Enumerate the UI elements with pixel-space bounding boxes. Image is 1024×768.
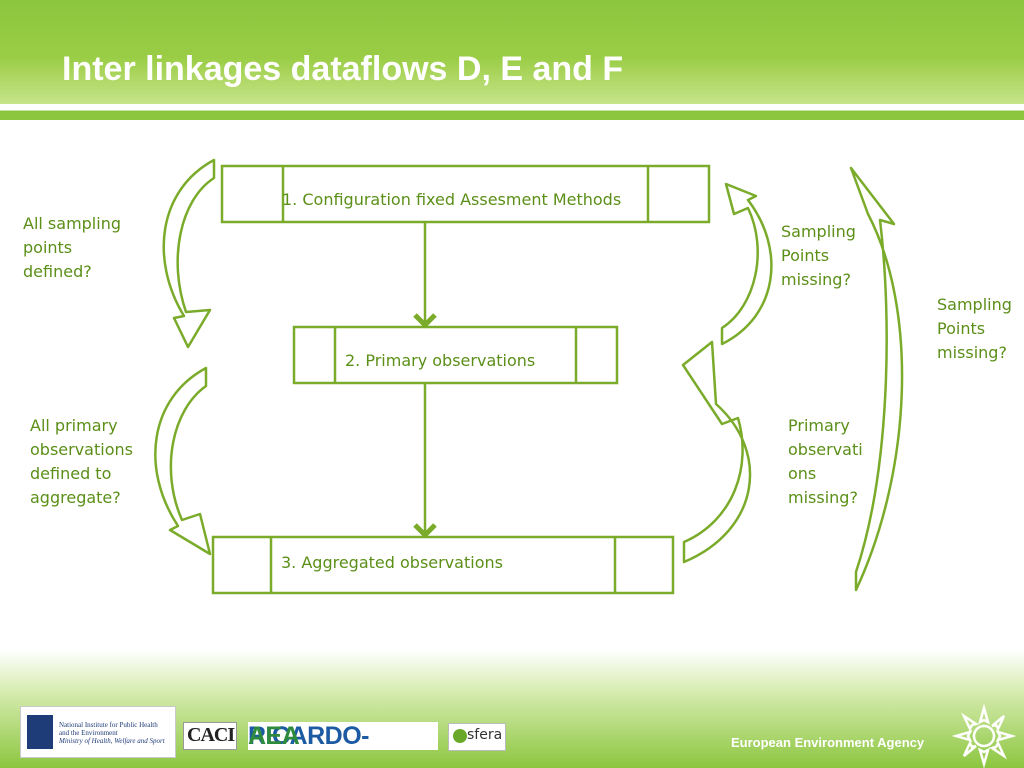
box-aggregated-observations: 3. Aggregated observations <box>211 535 675 595</box>
curved-arrow-right-top <box>720 182 773 346</box>
caci-logo: CACI <box>183 722 237 750</box>
slide-title: Inter linkages dataflows D, E and F <box>62 50 624 88</box>
label-primary-observations-missing: Primary observati ons missing? <box>788 416 863 507</box>
label-sampling-points-missing: Sampling Points missing? <box>781 222 856 289</box>
box-primary-observations: 2. Primary observations <box>292 325 619 385</box>
ricardo-aea-logo: RICARDO-AEA <box>248 722 438 750</box>
agency-name: European Environment Agency <box>731 735 925 750</box>
label-all-sampling-points: All sampling points defined? <box>23 214 121 281</box>
box-configuration: 1. Configuration fixed Assesment Methods <box>220 164 711 224</box>
eea-sun-icon <box>952 704 1016 768</box>
label-all-primary-observations: All primary observations defined to aggr… <box>30 416 133 507</box>
rivm-logo: National Institute for Public Health and… <box>20 706 176 758</box>
curved-arrow-right-middle <box>681 340 752 564</box>
header-band <box>0 0 1024 104</box>
curved-arrow-far-right <box>849 166 904 592</box>
sfera-dot-icon <box>453 729 467 743</box>
box-primary-observations-label: 2. Primary observations <box>345 351 535 370</box>
curved-arrow-left-top <box>162 158 216 349</box>
box-configuration-label: 1. Configuration fixed Assesment Methods <box>282 190 621 209</box>
box-aggregated-observations-label: 3. Aggregated observations <box>281 553 503 572</box>
curved-arrow-left-bottom <box>154 366 212 556</box>
crest-icon <box>27 715 53 749</box>
sfera-logo: sfera <box>448 723 506 751</box>
label-far-right-sampling-points-missing: Sampling Points missing? <box>937 295 1012 362</box>
header-divider <box>0 104 1024 120</box>
